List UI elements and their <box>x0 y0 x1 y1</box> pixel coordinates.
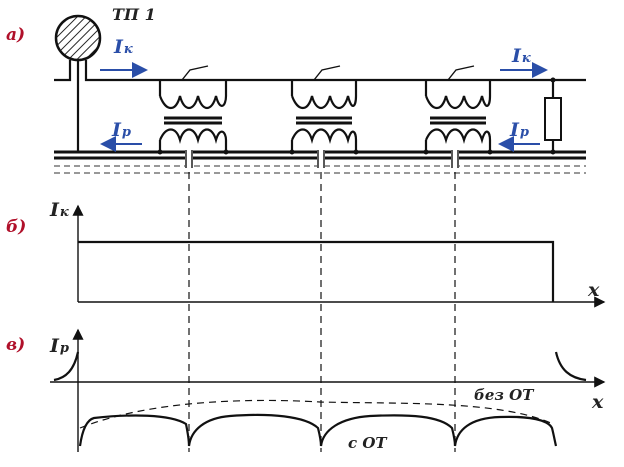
panel-label-b: б) <box>6 217 26 237</box>
circuit-schematic: ТП 1 <box>54 5 586 174</box>
ik-label-right: Iк <box>511 45 531 67</box>
rail-current-left-tail <box>53 351 80 382</box>
booster-section-3 <box>423 65 493 168</box>
ip-label-right: Iр <box>509 119 529 141</box>
substation-symbol <box>54 14 102 62</box>
booster-section-1 <box>157 65 229 168</box>
load-resistor <box>544 77 562 155</box>
axis-c-y-label: Iр <box>49 335 69 357</box>
panel-label-c: в) <box>6 335 25 355</box>
contact-current-curve <box>78 240 555 302</box>
ip-label-left: Iр <box>111 119 131 141</box>
feeder-lead-left <box>54 60 72 82</box>
contact-wire <box>84 60 586 82</box>
ik-label-left: Iк <box>113 36 133 58</box>
curve-label-without: без ОТ <box>474 386 535 404</box>
axis-b-x-label: x <box>587 279 600 301</box>
booster-section-2 <box>289 65 359 168</box>
substation-label: ТП 1 <box>112 5 156 24</box>
panel-label-a: а) <box>6 25 25 45</box>
axis-b-y-label: Iк <box>49 199 69 221</box>
curve-label-with: с ОТ <box>348 434 388 452</box>
rail-current-right-tail <box>554 351 587 382</box>
contact-current-plot: Iк x <box>49 199 606 308</box>
section-guides <box>188 172 456 452</box>
axis-c-x-label: x <box>591 391 604 413</box>
rail-current-curve-without <box>79 399 554 429</box>
rail-current-plot: Iр x без ОТ с ОТ <box>49 328 606 452</box>
rail-current-curve-with <box>78 413 558 447</box>
